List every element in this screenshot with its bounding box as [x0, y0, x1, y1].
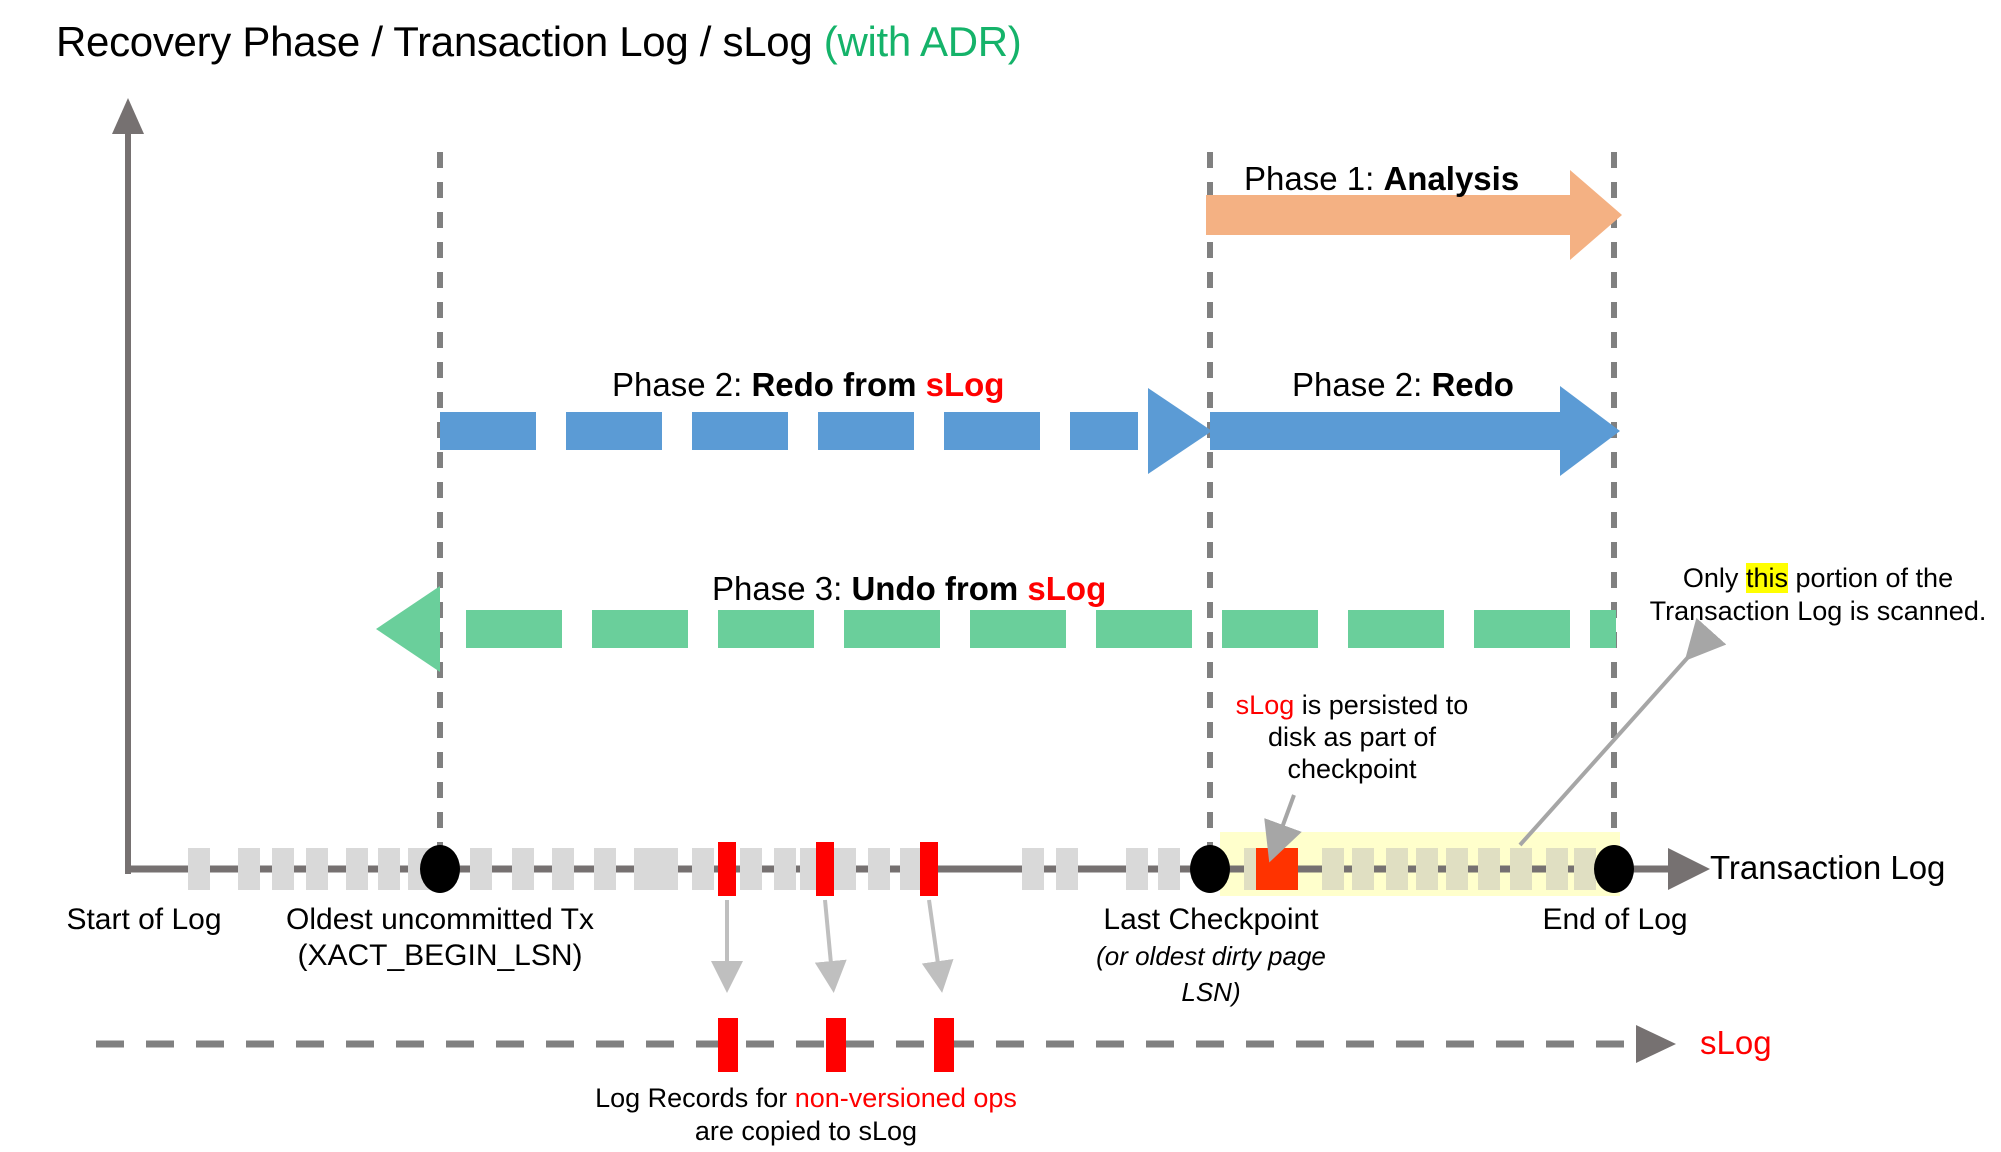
checkpoint-note-line1: is persisted to [1294, 690, 1469, 720]
slog-record-ticks [718, 1018, 954, 1072]
scanned-note-post: portion of the [1787, 563, 1954, 593]
phase-2-redo-from-slog-arrow [440, 388, 1212, 474]
slog-persist-record [1256, 848, 1298, 890]
last-checkpoint-sub2: LSN) [1181, 977, 1241, 1007]
scanned-note-pre: Only [1682, 563, 1746, 593]
marker-label-last-checkpoint: Last Checkpoint (or oldest dirty page LS… [1066, 902, 1356, 1010]
marker-label-oldest-uncommitted-tx: Oldest uncommitted Tx (XACT_BEGIN_LSN) [280, 902, 600, 974]
marker-label-start-of-log: Start of Log [66, 903, 222, 936]
transaction-log-axis-label: Transaction Log [1710, 849, 1946, 886]
non-versioned-tick-3 [920, 842, 938, 896]
dot-last-checkpoint [1190, 845, 1230, 893]
leader-checkpoint-note [1264, 794, 1302, 863]
slog-copy-note-line2: are copied to sLog [694, 1115, 918, 1146]
slog-copy-note-pre: Log Records for [595, 1083, 795, 1113]
phase-2-redo-label: Phase 2: Redo [1292, 366, 1514, 403]
phase-1-analysis-arrow [1206, 170, 1622, 260]
checkpoint-note-slog: sLog [1235, 690, 1295, 720]
oldest-tx-title: Oldest uncommitted Tx [286, 903, 594, 936]
oldest-tx-sub: (XACT_BEGIN_LSN) [297, 939, 583, 972]
last-checkpoint-sub: (or oldest dirty page [1096, 941, 1326, 971]
non-versioned-tick-2 [816, 842, 834, 896]
dot-oldest-uncommitted-tx [420, 845, 460, 893]
checkpoint-note-line3: checkpoint [1287, 753, 1417, 784]
dot-end-of-log [1594, 845, 1634, 893]
marker-label-end-of-log: End of Log [1542, 903, 1688, 936]
phase-2-redo-from-slog-label: Phase 2: Redo from sLog [612, 366, 1005, 403]
slog-axis [96, 1025, 1676, 1063]
leader-scanned-note [1518, 617, 1727, 847]
slog-axis-label: sLog [1700, 1024, 1772, 1061]
page-title-main: Recovery Phase / Transaction Log / sLog [56, 18, 824, 65]
slog-record-3 [934, 1018, 954, 1072]
scanned-note-line2: Transaction Log is scanned. [1649, 595, 1987, 626]
slog-copy-note-red: non-versioned ops [794, 1083, 1017, 1113]
timeline-dot-markers [420, 845, 1634, 893]
phase-1-label: Phase 1: Analysis [1244, 160, 1520, 197]
scanned-note-highlight: this [1745, 563, 1788, 593]
checkpoint-note-line2: disk as part of [1267, 721, 1437, 752]
scanned-portion-note: Only this portion of the Transaction Log… [1648, 562, 1988, 628]
phase-3-undo-from-slog-arrow [376, 586, 1616, 672]
checkpoint-slog-note: sLog is persisted to disk as part of che… [1222, 690, 1482, 786]
page-title: Recovery Phase / Transaction Log / sLog … [56, 18, 1022, 66]
phase-3-undo-from-slog-label: Phase 3: Undo from sLog [712, 570, 1107, 607]
note-leader-lines [1264, 617, 1727, 863]
copy-to-slog-arrows [711, 899, 954, 993]
non-versioned-tick-1 [718, 842, 736, 896]
y-axis [112, 98, 144, 874]
page-title-suffix: (with ADR) [823, 18, 1022, 65]
non-versioned-log-record-ticks [718, 842, 938, 896]
phase-2-redo-arrow [1210, 386, 1620, 476]
last-checkpoint-title: Last Checkpoint [1103, 903, 1319, 936]
slog-copy-note: Log Records for non-versioned ops are co… [556, 1082, 1056, 1148]
slog-record-2 [826, 1018, 846, 1072]
slog-record-1 [718, 1018, 738, 1072]
